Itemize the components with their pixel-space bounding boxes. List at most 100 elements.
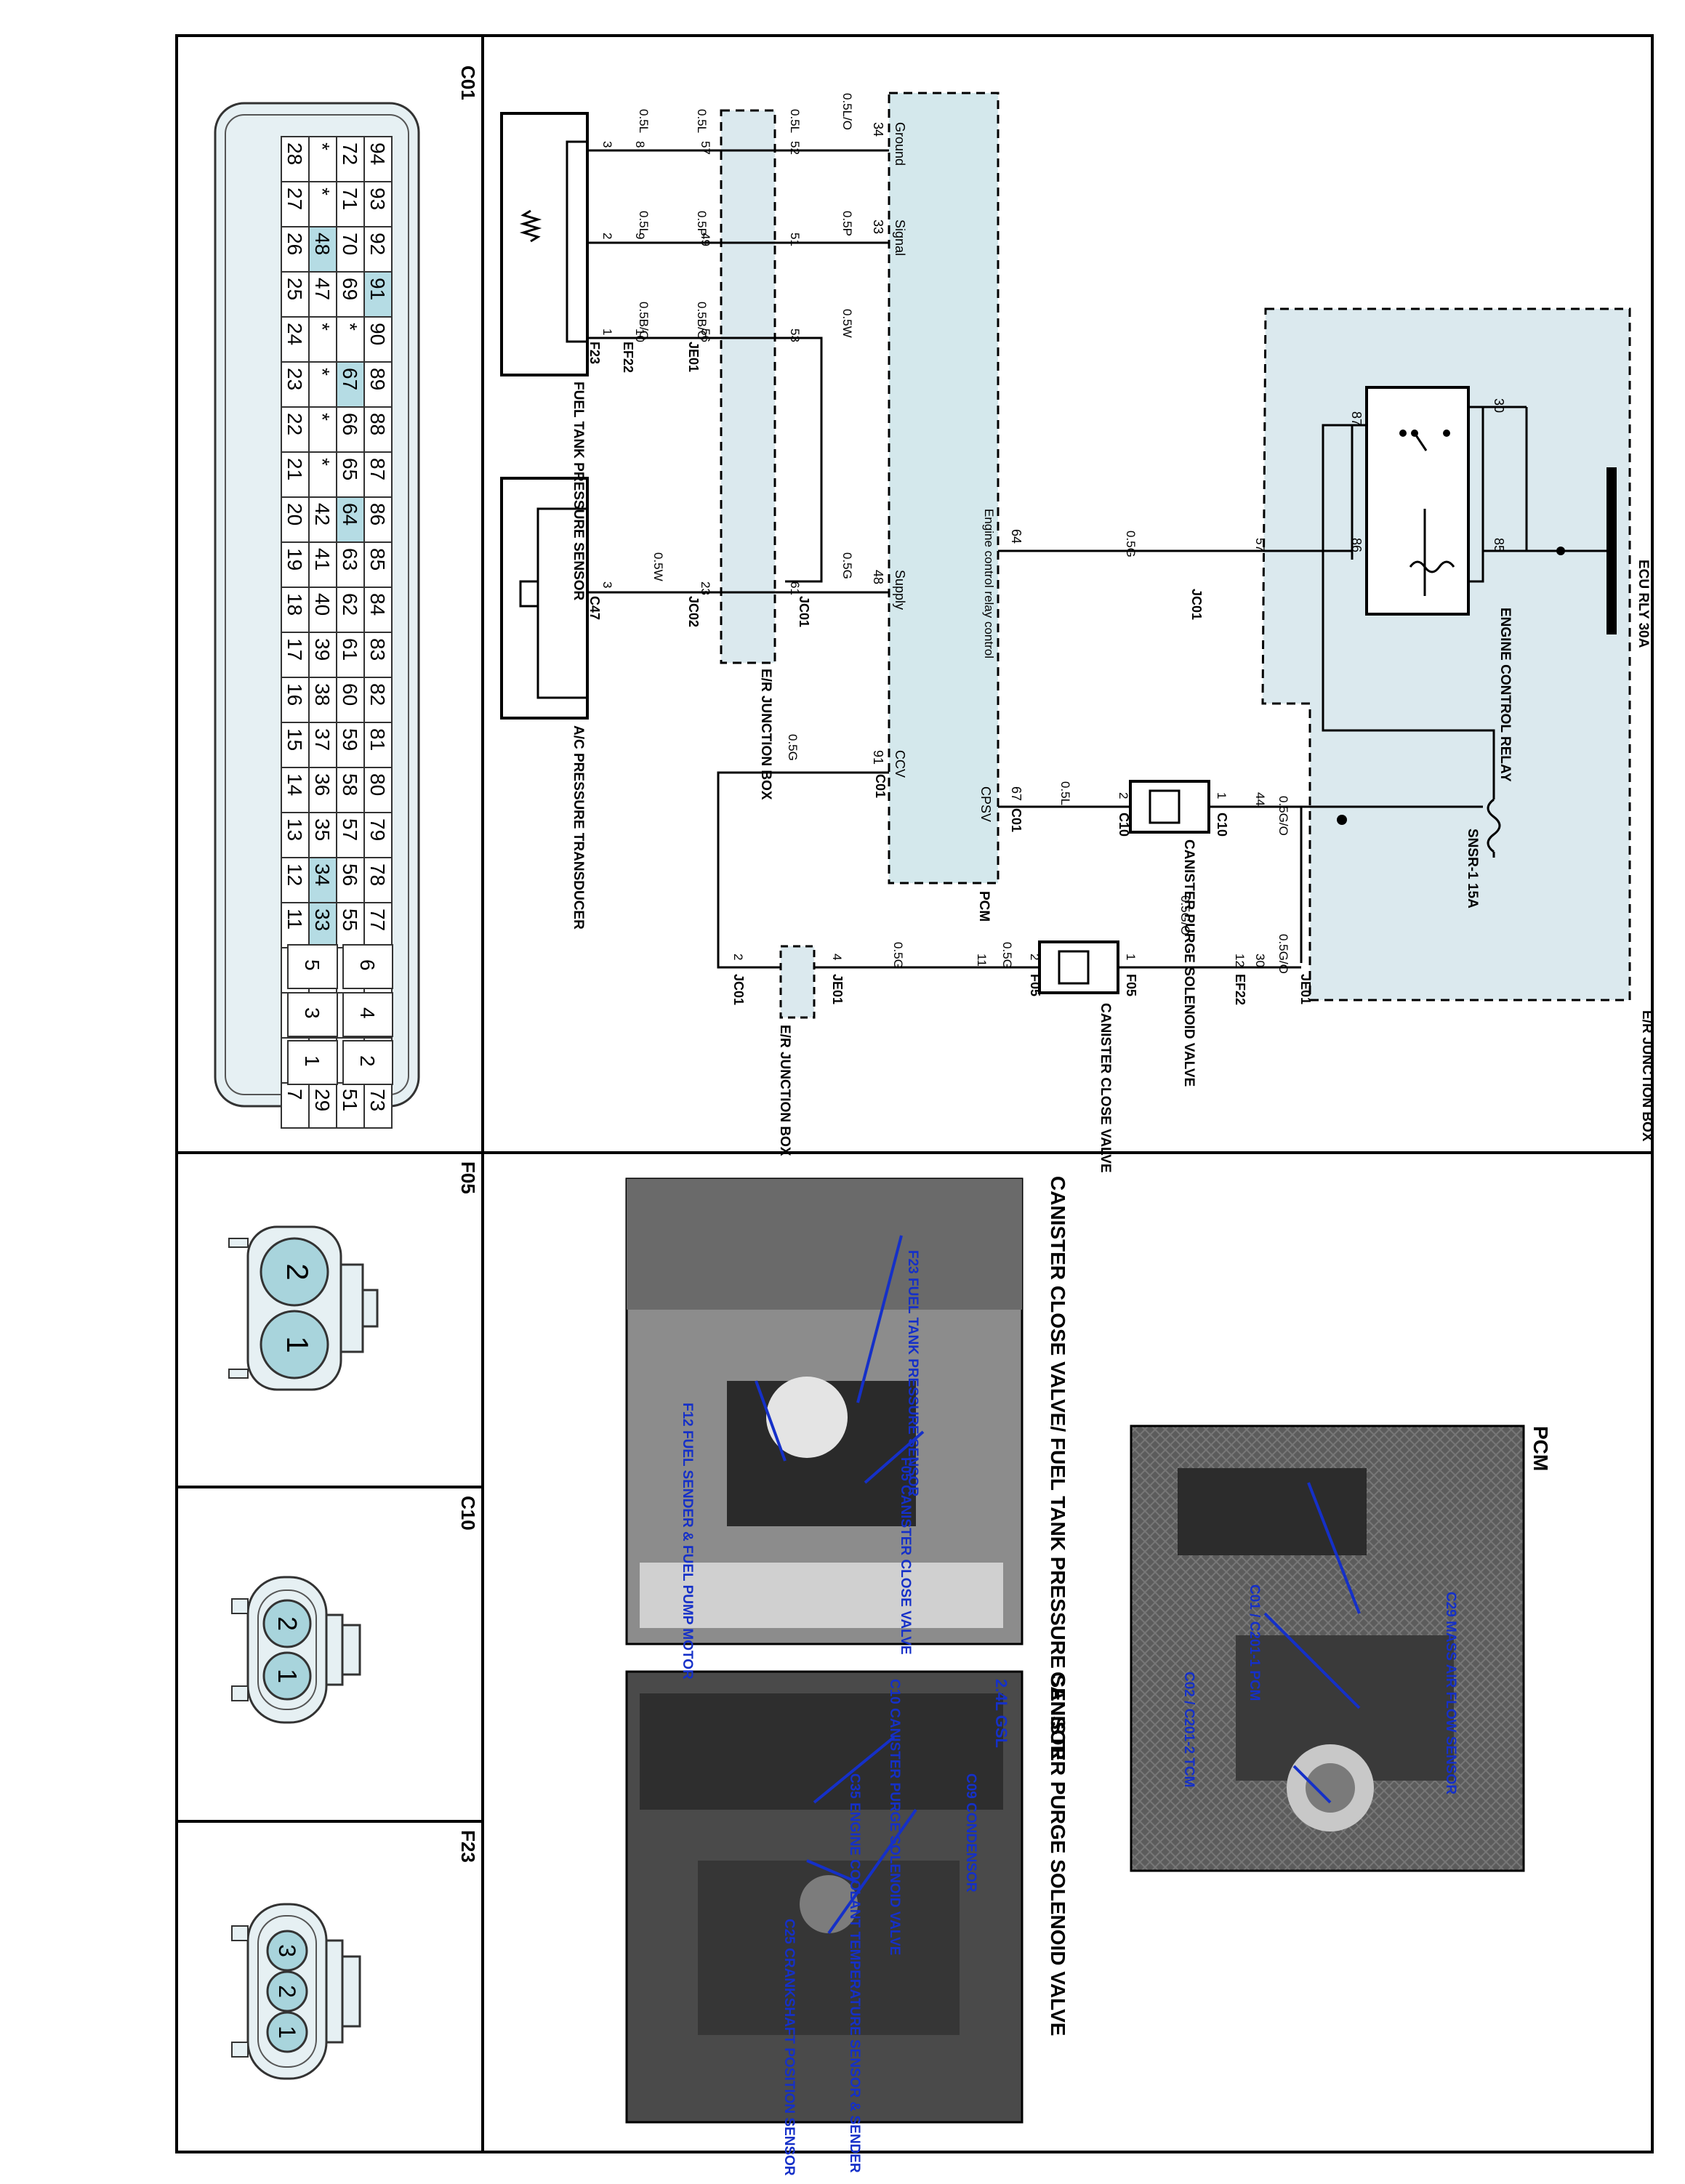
c01-pin-number: 14	[283, 773, 306, 796]
pin-number-label: 57	[1253, 538, 1267, 552]
connector-id-label: C10	[1117, 813, 1131, 837]
c01-small-pin-number: 5	[301, 959, 323, 971]
f23-label: F23	[457, 1830, 479, 1863]
c01-pin-number: 38	[311, 683, 334, 706]
snsr1-fuse-label: SNSR-1 15A	[1465, 829, 1480, 908]
c01-pin-cell	[336, 496, 365, 543]
pcm-supply-label: Supply	[893, 570, 907, 610]
c01-pin-cell	[308, 857, 337, 903]
c01-pin-cell	[281, 632, 310, 678]
photo-pcm	[1130, 1425, 1525, 1872]
connector-id-label: JC02	[686, 596, 701, 627]
callout-arrow	[856, 1235, 903, 1403]
pin-number-label: 3	[600, 581, 614, 588]
c01-pin-number: 21	[283, 458, 306, 480]
pin-number-label: 23	[699, 581, 712, 595]
c01-pin-number: 59	[339, 728, 361, 751]
c01-pin-number: 20	[283, 503, 306, 525]
c01-pin-number: 64	[339, 503, 361, 525]
c01-pin-number: 18	[283, 593, 306, 616]
c01-small-pin-number: 2	[356, 1055, 379, 1067]
c01-pin-cell	[363, 632, 393, 678]
c01-small-pin-cell	[287, 992, 338, 1037]
wire-color-label: 0.5L	[695, 109, 709, 133]
c01-pin-cell	[281, 767, 310, 813]
c01-pin-cell	[281, 677, 310, 723]
c01-pin-number: 33	[311, 908, 334, 931]
callout-c10: C10 CANISTER PURGE SOLENOID VALVE	[887, 1679, 902, 1955]
f05-pin-view: 2 1	[228, 1225, 379, 1391]
connector-id-label: EF22	[1233, 974, 1247, 1005]
callout-arrow	[1292, 1765, 1332, 1804]
pin-number-label: 11	[975, 954, 989, 967]
c01-pin-cell	[281, 812, 310, 858]
c01-pin-number: 66	[339, 413, 361, 435]
c01-small-pin-cell	[287, 1040, 338, 1085]
pcm-pin-64: 64	[1009, 529, 1024, 544]
c01-pin-number: 57	[339, 818, 361, 841]
wire-color-label: 0.5G	[786, 734, 800, 761]
pin-number-label: 4	[830, 954, 844, 960]
connector-id-label: C01	[1009, 808, 1024, 832]
wire-color-label: 0.5L	[637, 109, 651, 133]
relay-pin-87: 87	[1349, 411, 1364, 426]
c10-pin-view: 2 1	[231, 1576, 361, 1724]
c01-pin-number: 47	[311, 278, 334, 300]
c01-pin-number: 29	[311, 1089, 334, 1111]
connector-id-label: C47	[587, 596, 602, 620]
c01-pin-number: 92	[366, 233, 389, 255]
c01-pin-cell	[281, 361, 310, 408]
f05-pin-1: 1	[281, 1336, 315, 1353]
c01-label: C01	[457, 65, 479, 100]
connector-id-label: EF22	[621, 342, 635, 373]
pin-number-label: 9	[633, 233, 647, 239]
pcm-pin-48: 48	[871, 570, 885, 584]
pcm-callout-c01: C01 / C201-1 PCM	[1247, 1584, 1262, 1701]
c01-pin-number: 61	[339, 638, 361, 661]
c01-pin-cell	[281, 406, 310, 453]
connector-id-label: JC01	[1189, 589, 1204, 620]
c01-pin-cell	[281, 857, 310, 903]
photo-canister-close	[625, 1177, 1024, 1645]
c01-pin-number: 86	[366, 503, 389, 525]
c01-pin-number: 81	[366, 728, 389, 751]
c01-small-pin-number: 6	[356, 959, 379, 971]
callout-c25: C25 CRANKSHAFT POSITION SENSOR	[781, 1919, 797, 2176]
c10-label: C10	[457, 1496, 479, 1531]
c01-pin-number: 80	[366, 773, 389, 796]
pin-number-label: 1	[1124, 954, 1138, 960]
pin-number-label: 2	[731, 954, 745, 960]
c01-small-pin-cell	[342, 944, 393, 989]
relay-pin-85: 85	[1492, 538, 1506, 552]
c01-pin-number: 89	[366, 368, 389, 390]
engine-control-relay-label: ENGINE CONTROL RELAY	[1497, 608, 1513, 782]
ecu-rly-label: ECU RLY 30A	[1636, 560, 1651, 648]
c01-pin-number: 36	[311, 773, 334, 796]
c01-pin-number: 55	[339, 908, 361, 931]
pin-number-label: 2	[1028, 954, 1042, 960]
c01-pin-cell	[308, 496, 337, 543]
relay-control-label: Engine control relay control	[982, 509, 996, 658]
c01-pin-cell	[336, 541, 365, 588]
c01-pin-number: 40	[311, 593, 334, 616]
c01-pin-number: 71	[339, 188, 361, 210]
c01-pin-cell	[363, 496, 393, 543]
c01-pin-number: 27	[283, 188, 306, 210]
connector-id-label: JE01	[830, 974, 845, 1004]
connector-id-label: F05	[1028, 974, 1042, 996]
c01-pin-number: 13	[283, 818, 306, 841]
callout-arrow	[806, 1859, 858, 1884]
c01-pin-number: 73	[366, 1089, 389, 1111]
pin-number-label: 1	[1215, 792, 1228, 799]
c01-pin-number: 60	[339, 683, 361, 706]
c01-pin-cell	[281, 181, 310, 227]
c01-pin-number: 91	[366, 278, 389, 300]
pin-number-label: 51	[788, 233, 802, 246]
c01-pin-number: *	[339, 323, 361, 331]
connector-id-label: C10	[1215, 813, 1229, 837]
c01-pin-number: 84	[366, 593, 389, 616]
c01-pin-number: *	[311, 413, 334, 421]
connector-id-label: JE01	[1298, 974, 1313, 1004]
